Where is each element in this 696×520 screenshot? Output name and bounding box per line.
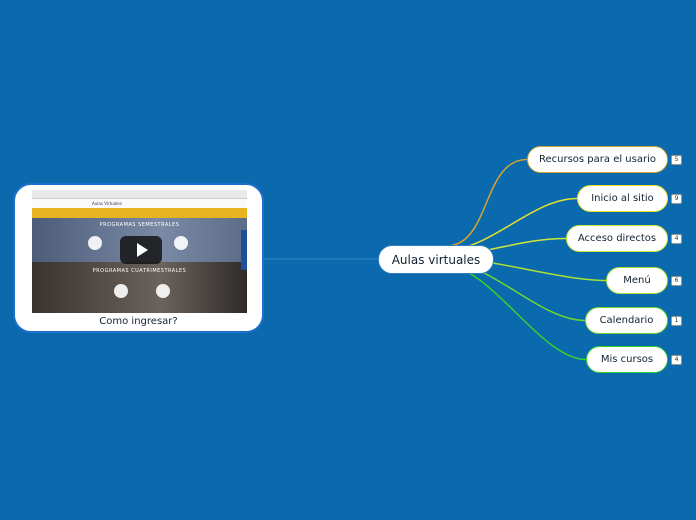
connector-recursos xyxy=(445,158,528,247)
browser-chrome xyxy=(32,190,247,199)
site-header: Aulas Virtuales xyxy=(32,199,247,208)
topic-count-badge[interactable]: 4 xyxy=(671,233,682,244)
central-topic[interactable]: Aulas virtuales xyxy=(378,245,494,274)
panel-cuatrimestrales: PROGRAMAS CUATRIMESTRALES xyxy=(32,262,247,313)
side-tab xyxy=(241,230,247,270)
topic-count-badge[interactable]: 4 xyxy=(671,354,682,365)
topic-mis-cursos[interactable]: Mis cursos xyxy=(586,346,668,373)
site-banner xyxy=(32,208,247,218)
topic-calendario[interactable]: Calendario xyxy=(585,307,668,334)
topic-label: Mis cursos xyxy=(600,354,654,365)
topic-label: Recursos para el usario xyxy=(538,154,656,165)
video-card[interactable]: Aulas Virtuales PROGRAMAS SEMESTRALES PR… xyxy=(13,183,264,333)
topic-label: Acceso directos xyxy=(577,233,657,244)
program-icon xyxy=(88,236,102,250)
topic-count-badge[interactable]: 6 xyxy=(671,275,682,286)
topic-count-badge[interactable]: 1 xyxy=(671,315,682,326)
program-icon xyxy=(174,236,188,250)
program-icon xyxy=(156,284,170,298)
topic-inicio[interactable]: Inicio al sitio xyxy=(577,185,668,212)
topic-label: Inicio al sitio xyxy=(591,193,654,204)
play-icon xyxy=(137,243,148,257)
panel-cuatrimestrales-title: PROGRAMAS CUATRIMESTRALES xyxy=(92,268,187,274)
topic-count-badge[interactable]: 9 xyxy=(671,193,682,204)
topic-acceso[interactable]: Acceso directos xyxy=(566,225,668,252)
program-icon xyxy=(114,284,128,298)
topic-label: Menú xyxy=(623,275,651,286)
play-button[interactable] xyxy=(120,236,162,264)
connector-mis-cursos xyxy=(445,265,587,361)
topic-menu[interactable]: Menú xyxy=(606,267,668,294)
connector-inicio xyxy=(445,197,578,251)
topic-recursos[interactable]: Recursos para el usario xyxy=(527,146,668,173)
topic-label: Calendario xyxy=(599,315,654,326)
video-caption: Como ingresar? xyxy=(99,316,178,327)
panel-semestrales-title: PROGRAMAS SEMESTRALES xyxy=(99,222,180,228)
video-thumbnail[interactable]: Aulas Virtuales PROGRAMAS SEMESTRALES PR… xyxy=(32,190,247,313)
topic-count-badge[interactable]: 5 xyxy=(671,154,682,165)
